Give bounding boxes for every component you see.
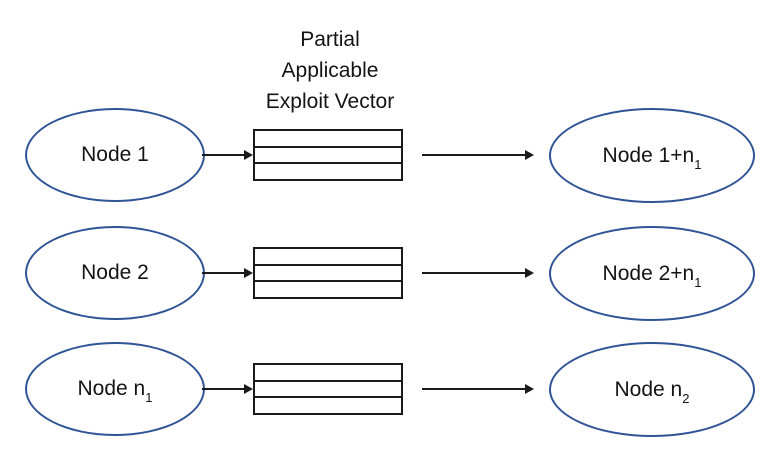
node-label-sub: 1 — [694, 156, 702, 172]
node-ellipse-left-1: Node 1 — [25, 108, 205, 202]
node-label: Node 1+n1 — [602, 143, 702, 171]
diagram-title: Partial Applicable Exploit Vector — [235, 24, 425, 117]
node-ellipse-right-3: Node n2 — [549, 342, 755, 437]
vector-cell — [255, 148, 401, 165]
node-label-text: Node 2+n — [602, 261, 695, 285]
exploit-vector-box-2 — [253, 247, 403, 299]
node-label-text: Node 1 — [81, 143, 149, 166]
arrow-right-icon — [202, 268, 253, 278]
vector-cell — [255, 365, 401, 382]
node-label-sub: 1 — [145, 390, 153, 406]
node-ellipse-right-1: Node 1+n1 — [549, 108, 755, 203]
title-line: Partial — [300, 28, 360, 51]
vector-cell — [255, 282, 401, 297]
arrow-right-icon — [422, 384, 534, 394]
vector-cell — [255, 266, 401, 283]
arrow-right-icon — [202, 384, 253, 394]
vector-cell — [255, 131, 401, 148]
node-label-sub: 1 — [694, 274, 702, 290]
node-ellipse-left-3: Node n1 — [25, 342, 205, 436]
node-label-text: Node n — [77, 377, 146, 400]
vector-cell — [255, 398, 401, 413]
arrow-right-icon — [202, 150, 253, 160]
node-label: Node n1 — [77, 377, 153, 404]
node-label-text: Node 2 — [81, 261, 149, 284]
arrow-right-icon — [422, 150, 534, 160]
exploit-vector-box-1 — [253, 129, 403, 181]
node-label: Node 1 — [81, 143, 149, 167]
node-ellipse-left-2: Node 2 — [25, 226, 205, 320]
node-label-text: Node 1+n — [602, 143, 695, 167]
node-label-text: Node n — [614, 377, 683, 401]
title-line: Applicable — [281, 59, 379, 82]
title-line: Exploit Vector — [265, 90, 395, 113]
node-label-sub: 2 — [682, 390, 690, 406]
vector-cell — [255, 249, 401, 266]
vector-cell — [255, 164, 401, 179]
node-ellipse-right-2: Node 2+n1 — [549, 226, 755, 321]
arrow-right-icon — [422, 268, 534, 278]
vector-cell — [255, 382, 401, 399]
node-label: Node n2 — [614, 377, 690, 405]
node-label: Node 2 — [81, 261, 149, 285]
exploit-vector-box-3 — [253, 363, 403, 415]
node-label: Node 2+n1 — [602, 261, 702, 289]
